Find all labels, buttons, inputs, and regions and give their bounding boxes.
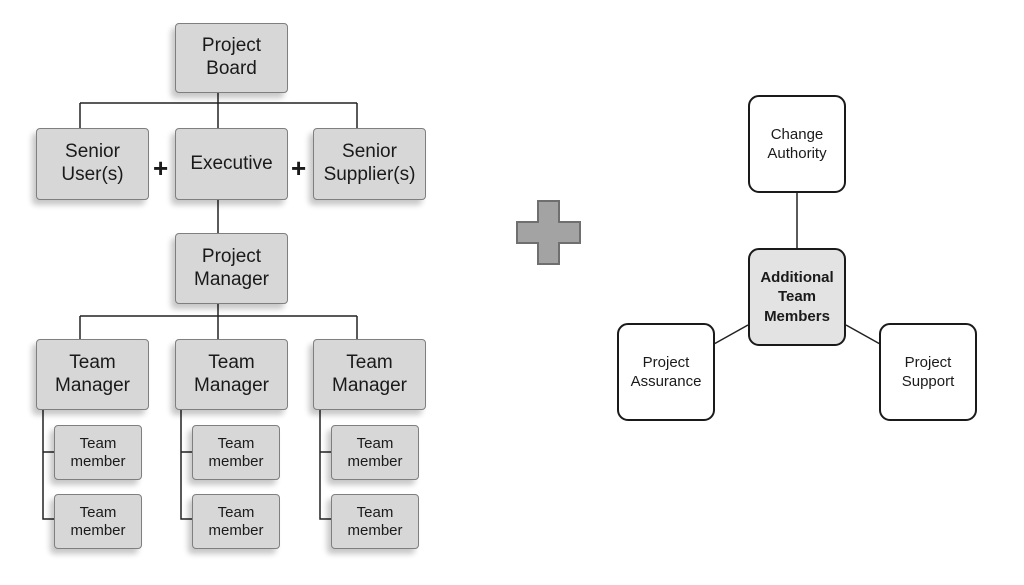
team-manager-label: Team Manager [194, 351, 269, 396]
plus-sign-right: + [291, 153, 307, 183]
team-member-label: Team member [70, 434, 126, 470]
project-support-box: Project Support [879, 323, 977, 421]
additional-team-members-box: Additional Team Members [748, 248, 846, 346]
project-assurance-box: Project Assurance [617, 323, 715, 421]
team-member-box: Team member [54, 425, 142, 480]
senior-supplier-box: Senior Supplier(s) [313, 128, 426, 200]
team-member-label: Team member [70, 503, 126, 539]
project-board-box: Project Board [175, 23, 288, 93]
additional-team-members-label: Additional Team Members [760, 268, 834, 325]
change-authority-box: Change Authority [748, 95, 846, 193]
project-manager-label: Project Manager [194, 245, 269, 290]
plus-sign-icon [516, 200, 581, 265]
project-board-label: Project Board [201, 35, 262, 79]
project-manager-box: Project Manager [175, 233, 288, 304]
team-manager-box: Team Manager [313, 339, 426, 410]
team-member-box: Team member [331, 425, 419, 480]
team-member-box: Team member [192, 425, 280, 480]
team-member-box: Team member [192, 494, 280, 549]
team-member-box: Team member [331, 494, 419, 549]
team-member-label: Team member [347, 503, 403, 539]
change-authority-label: Change Authority [767, 125, 827, 163]
team-manager-label: Team Manager [55, 351, 130, 396]
senior-user-box: Senior User(s) [36, 128, 149, 200]
executive-label: Executive [190, 152, 273, 174]
executive-box: Executive [175, 128, 288, 200]
project-assurance-label: Project Assurance [630, 353, 702, 391]
team-member-label: Team member [208, 434, 264, 470]
team-manager-box: Team Manager [175, 339, 288, 410]
plus-sign-left: + [153, 153, 169, 183]
team-manager-box: Team Manager [36, 339, 149, 410]
senior-supplier-label: Senior Supplier(s) [323, 141, 416, 185]
team-member-label: Team member [208, 503, 264, 539]
team-manager-label: Team Manager [332, 351, 407, 396]
team-member-label: Team member [347, 434, 403, 470]
project-support-label: Project Support [901, 353, 955, 391]
senior-user-label: Senior User(s) [61, 141, 124, 185]
team-member-box: Team member [54, 494, 142, 549]
